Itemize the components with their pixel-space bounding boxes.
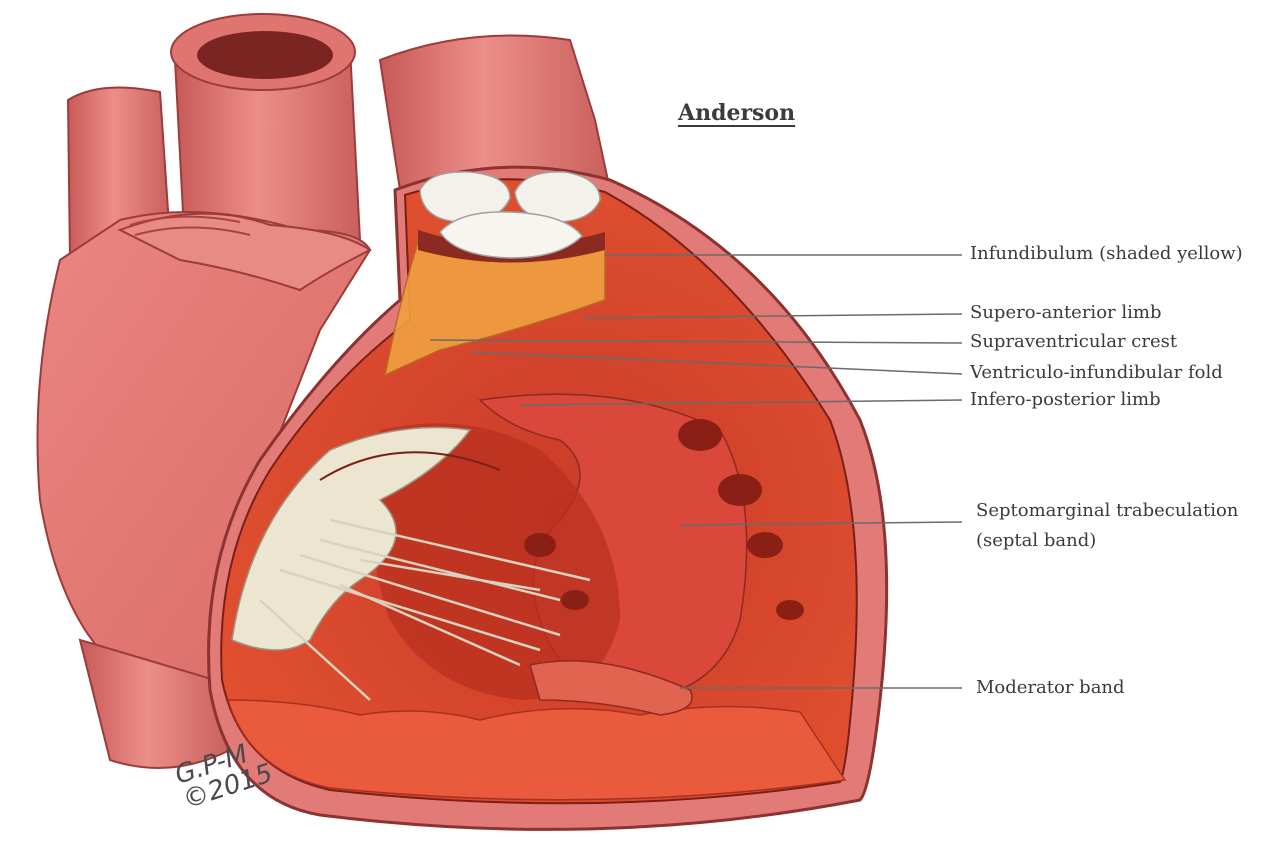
label-supraventricular-crest: Supraventricular crest (970, 331, 1177, 353)
label-septal-band: (septal band) (976, 530, 1096, 552)
label-infero-posterior-limb: Infero-posterior limb (970, 389, 1161, 411)
label-septomarginal-trabeculation: Septomarginal trabeculation (976, 500, 1238, 522)
label-ventriculo-infundibular-fold: Ventriculo-infundibular fold (970, 362, 1223, 384)
label-moderator-band: Moderator band (976, 677, 1125, 699)
label-supero-anterior-limb: Supero-anterior limb (970, 302, 1161, 324)
label-infundibulum: Infundibulum (shaded yellow) (970, 243, 1243, 265)
diagram-title: Anderson (678, 100, 795, 126)
